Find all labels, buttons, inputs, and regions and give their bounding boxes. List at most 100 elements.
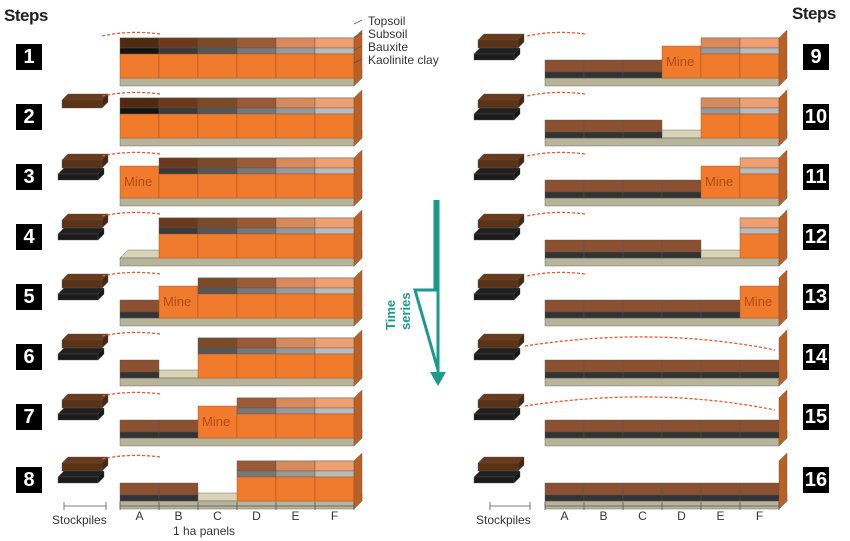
step-12-panel-A-restored-topsoil bbox=[544, 239, 585, 253]
step-11-stockpile-topsoil-top bbox=[477, 153, 525, 161]
step-12-stockpile-topsoil-front bbox=[477, 219, 519, 229]
step-14-panel-F-restored-subsoil bbox=[739, 371, 780, 379]
step-4-panel-D-topsoil-front bbox=[236, 217, 277, 229]
step-7-arrow bbox=[101, 391, 161, 397]
step-12-panel-C-restored-topsoil bbox=[622, 239, 663, 253]
step-1-base-front bbox=[119, 77, 355, 87]
step-5-arrow bbox=[101, 271, 161, 277]
step-15-stockpile-subsoil-top bbox=[473, 407, 521, 415]
step-3-stockpile-subsoil-top bbox=[57, 167, 105, 175]
step-number-9: 9 bbox=[803, 44, 829, 70]
step-14-panel-A-restored-topsoil bbox=[544, 359, 585, 373]
step-16-panel-D-restored-topsoil bbox=[661, 482, 702, 496]
step-4-panel-C-subsoil bbox=[197, 227, 238, 235]
step-3-base-front bbox=[119, 197, 355, 207]
panel-letter-left-C: C bbox=[213, 509, 222, 523]
step-10-panel-E-topsoil-front bbox=[700, 97, 741, 109]
step-1-panel-C-topsoil-front bbox=[197, 37, 238, 49]
step-10-end-face bbox=[778, 89, 788, 147]
step-12-stockpile-topsoil-top bbox=[477, 213, 525, 221]
step-3-stockpile-topsoil-top bbox=[61, 153, 109, 161]
step-14-panel-B-restored-subsoil bbox=[583, 371, 624, 379]
step-7-end-face bbox=[353, 389, 363, 447]
step-4-panel-B-topsoil-front bbox=[158, 217, 199, 229]
step-8-panel-A-restored-topsoil bbox=[119, 482, 160, 496]
step-number-12: 12 bbox=[803, 224, 829, 250]
step-1-panel-C-subsoil bbox=[197, 47, 238, 55]
panel-letter-left-B: B bbox=[174, 509, 183, 523]
panel-letter-left-F: F bbox=[330, 509, 339, 523]
step-9-stockpile-topsoil-front bbox=[477, 39, 519, 49]
step-13-arrow bbox=[526, 271, 586, 277]
step-2-panel-F-topsoil-front bbox=[314, 97, 355, 109]
step-1-panel-A-topsoil-front bbox=[119, 37, 160, 49]
step-13-stockpile-topsoil-front bbox=[477, 279, 519, 289]
step-5-panel-C-subsoil bbox=[197, 287, 238, 295]
step-13-panel-E-restored-topsoil bbox=[700, 299, 741, 313]
step-3-panel-F-bauxite bbox=[314, 173, 355, 199]
legend-topsoil: Topsoil bbox=[368, 14, 406, 28]
step-5-stockpile-subsoil-front bbox=[57, 293, 99, 301]
step-5-panel-C-topsoil-front bbox=[197, 277, 238, 289]
step-11-panel-D-restored-subsoil bbox=[661, 191, 702, 199]
step-4-panel-B-bauxite bbox=[158, 233, 199, 259]
panel-letter-right-C: C bbox=[638, 509, 647, 523]
step-3-panel-E-subsoil bbox=[275, 167, 316, 175]
steps-heading-right: Steps bbox=[792, 4, 836, 23]
step-10-panel-F-subsoil bbox=[739, 107, 780, 115]
step-10-panel-B-restored-subsoil bbox=[583, 131, 624, 139]
step-5-mine-label: Mine bbox=[163, 294, 192, 309]
step-4-panel-C-topsoil-front bbox=[197, 217, 238, 229]
step-15-panel-B-restored-topsoil bbox=[583, 419, 624, 433]
step-16-panel-C-restored-subsoil bbox=[622, 494, 663, 502]
step-11-end-face bbox=[778, 149, 788, 207]
step-4-panel-D-subsoil bbox=[236, 227, 277, 235]
step-2-panel-D-subsoil bbox=[236, 107, 277, 115]
step-7-panel-E-topsoil-front bbox=[275, 397, 316, 409]
step-4-arrow bbox=[101, 211, 161, 217]
legend-subsoil: Subsoil bbox=[368, 27, 408, 41]
step-11-panel-C-restored-topsoil bbox=[622, 179, 663, 193]
step-7-base-front bbox=[119, 437, 355, 447]
step-8-stockpile-subsoil-top bbox=[57, 470, 105, 478]
step-5-panel-D-topsoil-front bbox=[236, 277, 277, 289]
panel-letter-left-E: E bbox=[291, 509, 300, 523]
step-6-panel-E-subsoil bbox=[275, 347, 316, 355]
step-11-panel-E-mine-face bbox=[700, 165, 741, 199]
step-3-panel-C-topsoil-front bbox=[197, 157, 238, 169]
panel-letter-left-A: A bbox=[135, 509, 144, 523]
step-7-panel-D-bauxite bbox=[236, 413, 277, 439]
step-12-panel-F-bauxite bbox=[739, 233, 780, 259]
step-11-stockpile-topsoil-front bbox=[477, 159, 519, 169]
step-8-panel-D-bauxite bbox=[236, 476, 277, 502]
step-12-panel-F-subsoil bbox=[739, 227, 780, 235]
step-6-panel-A-restored-subsoil bbox=[119, 371, 160, 379]
stockpiles-label-left: Stockpiles bbox=[52, 513, 107, 527]
step-12-base-front bbox=[544, 257, 780, 267]
step-6-panel-F-topsoil-front bbox=[314, 337, 355, 349]
panels-caption: 1 ha panels bbox=[173, 524, 236, 538]
step-1-panel-F-subsoil bbox=[314, 47, 355, 55]
step-15-panel-C-restored-topsoil bbox=[622, 419, 663, 433]
legend-leader-3 bbox=[353, 58, 363, 64]
step-10-panel-B-restored-topsoil bbox=[583, 119, 624, 133]
steps-heading-left: Steps bbox=[4, 6, 48, 25]
step-2-end-face bbox=[353, 89, 363, 147]
step-number-7: 7 bbox=[16, 404, 42, 430]
step-6-panel-D-topsoil-front bbox=[236, 337, 277, 349]
step-2-panel-E-bauxite bbox=[275, 113, 316, 139]
step-14-arrow bbox=[524, 336, 776, 351]
step-5-panel-D-subsoil bbox=[236, 287, 277, 295]
panel-letter-right-D: D bbox=[677, 509, 686, 523]
step-15-panel-D-restored-topsoil bbox=[661, 419, 702, 433]
step-8-panel-A-restored-subsoil bbox=[119, 494, 160, 502]
step-13-panel-C-restored-subsoil bbox=[622, 311, 663, 319]
step-9-stockpile-subsoil-top bbox=[473, 47, 521, 55]
step-1-panel-D-subsoil bbox=[236, 47, 277, 55]
step-15-stockpile-topsoil-front bbox=[477, 399, 519, 409]
step-7-panel-E-bauxite bbox=[275, 413, 316, 439]
step-2-panel-F-bauxite bbox=[314, 113, 355, 139]
step-16-stockpile-subsoil-top bbox=[473, 470, 521, 478]
step-12-arrow bbox=[526, 211, 586, 217]
